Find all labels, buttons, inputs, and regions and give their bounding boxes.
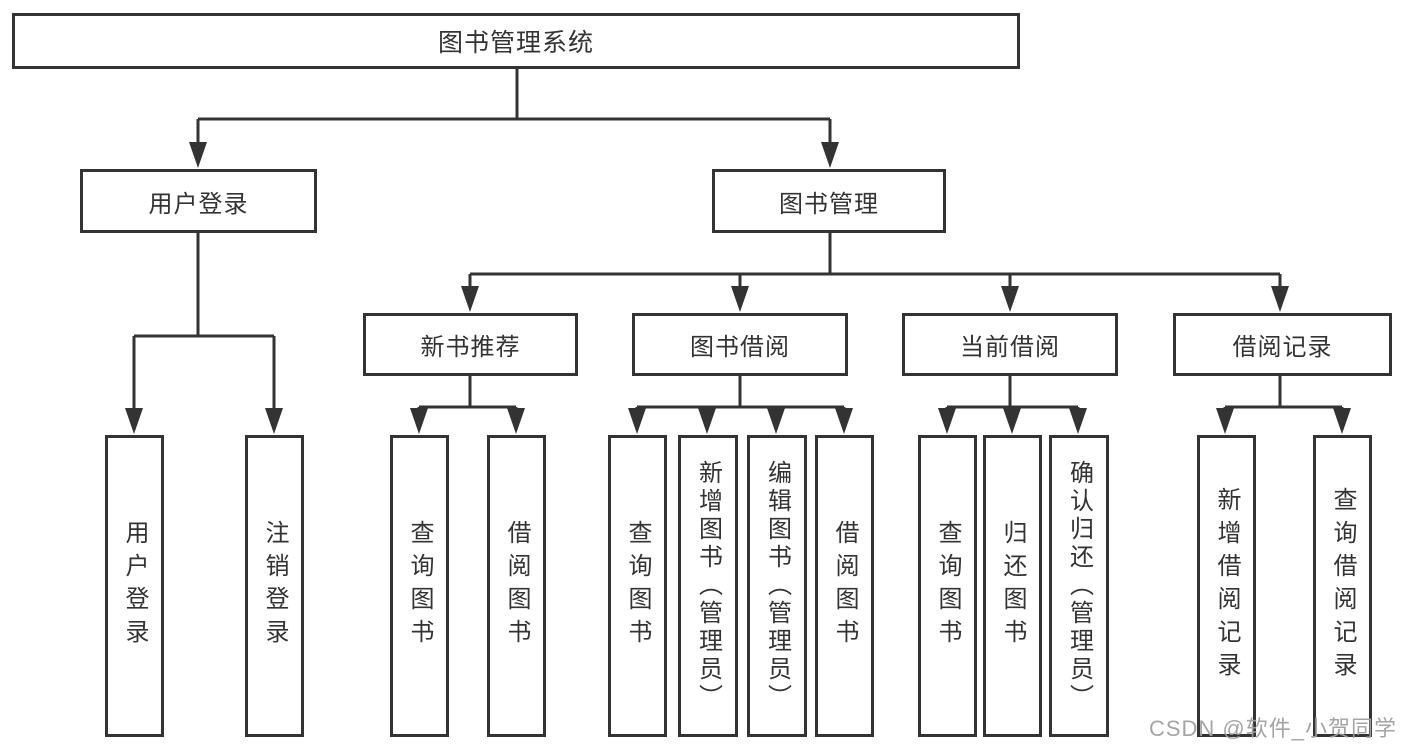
- arrowhead-icon: [1069, 408, 1087, 434]
- node-bb-borrow-books: 借阅图书: [815, 435, 874, 737]
- arrowhead-icon: [1003, 408, 1021, 434]
- node-bb-add-books: 新增图书（管理员）: [678, 435, 738, 737]
- node-new-book-recommend: 新书推荐: [363, 313, 578, 376]
- node-br-add-record: 新增借阅记录: [1197, 435, 1256, 737]
- node-bb-edit-books: 编辑图书（管理员）: [747, 435, 807, 737]
- arrowhead-icon: [410, 408, 428, 434]
- node-user-login: 用户登录: [80, 169, 317, 233]
- arrowhead-icon: [507, 408, 525, 434]
- node-bb-query-books: 查询图书: [608, 435, 667, 737]
- node-cb-return-books: 归还图书: [983, 435, 1042, 737]
- node-nbr-query-books: 查询图书: [390, 435, 449, 737]
- connector-book-borrow-split: [628, 376, 853, 434]
- arrowhead-icon: [189, 142, 207, 168]
- arrowhead-icon: [1216, 408, 1234, 434]
- arrowhead-icon: [821, 142, 839, 168]
- node-leaf-user-login: 用户登录: [105, 435, 164, 737]
- arrowhead-icon: [698, 408, 716, 434]
- node-borrow-records: 借阅记录: [1173, 313, 1392, 376]
- connector-current-borrow-split: [938, 376, 1087, 434]
- arrowhead-icon: [1001, 286, 1019, 312]
- arrowhead-icon: [835, 408, 853, 434]
- arrowhead-icon: [265, 408, 283, 434]
- node-book-borrow: 图书借阅: [632, 313, 848, 376]
- arrowhead-icon: [731, 286, 749, 312]
- arrowhead-icon: [461, 286, 479, 312]
- connector-new-book-split: [410, 376, 525, 434]
- arrowhead-icon: [1333, 408, 1351, 434]
- connector-book-management-split: [461, 233, 1289, 312]
- connector-user-login-split: [125, 233, 283, 434]
- node-current-borrow: 当前借阅: [902, 313, 1118, 376]
- arrowhead-icon: [125, 408, 143, 434]
- connector-root-split: [189, 69, 839, 168]
- node-root: 图书管理系统: [12, 13, 1020, 69]
- node-br-query-record: 查询借阅记录: [1313, 435, 1372, 737]
- node-book-management: 图书管理: [712, 169, 946, 233]
- node-leaf-logout: 注销登录: [245, 435, 304, 737]
- arrowhead-icon: [938, 408, 956, 434]
- arrowhead-icon: [628, 408, 646, 434]
- node-cb-confirm-return: 确认归还（管理员）: [1049, 435, 1109, 737]
- arrowhead-icon: [1271, 286, 1289, 312]
- watermark: CSDN @软件_小贺同学: [1148, 716, 1397, 741]
- node-nbr-borrow-books: 借阅图书: [487, 435, 546, 737]
- connector-borrow-records-split: [1216, 376, 1351, 434]
- node-cb-query-books: 查询图书: [918, 435, 977, 737]
- arrowhead-icon: [767, 408, 785, 434]
